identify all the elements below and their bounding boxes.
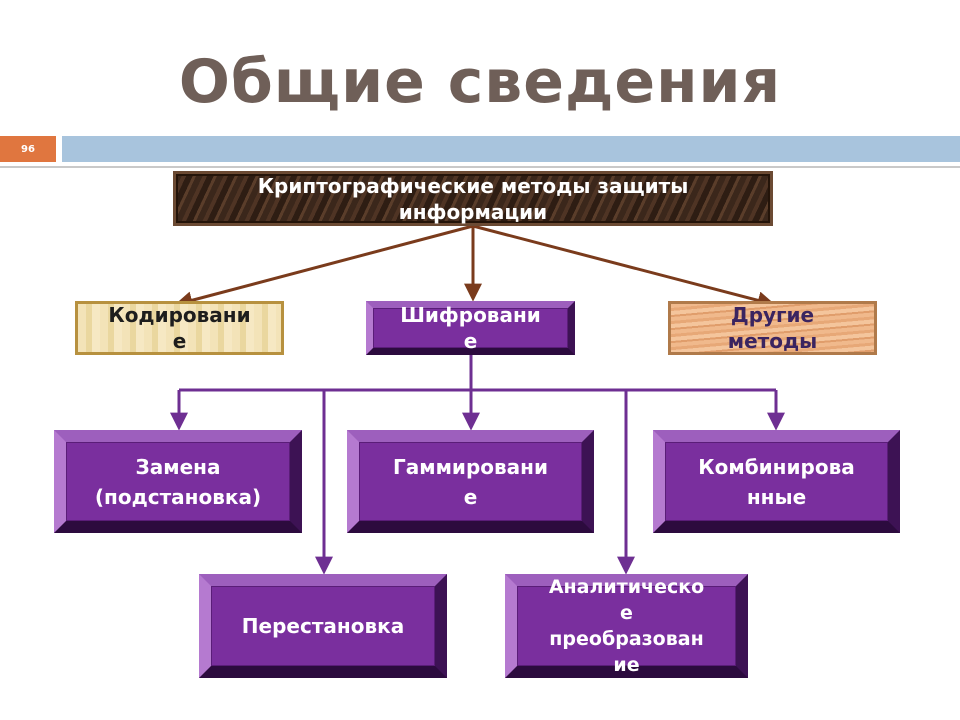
node-line: ие <box>613 654 640 676</box>
node-line: Другие <box>730 303 815 327</box>
node-line: е <box>463 329 478 353</box>
node-line: е <box>463 484 478 509</box>
node-line: Комбинирова <box>698 454 855 479</box>
node-line: е <box>620 602 633 624</box>
header-rule <box>0 166 960 168</box>
node-line: Перестановка <box>241 614 405 638</box>
node-line: Шифровани <box>400 303 541 327</box>
node-coding: Кодировани е <box>75 301 284 355</box>
node-line: методы <box>727 329 818 353</box>
node-substitution: Замена (подстановка) <box>54 430 302 533</box>
arrow-root-to-coding <box>174 224 474 310</box>
node-permutation: Перестановка <box>199 574 447 678</box>
node-line: (подстановка) <box>94 484 262 509</box>
node-gamma: Гаммировани е <box>347 430 594 533</box>
node-analytic-transform: Аналитическо е преобразован ие <box>505 574 748 678</box>
arrow-root-to-other <box>472 224 776 310</box>
node-line: Замена <box>135 454 221 479</box>
node-crypto-methods: Криптографические методы защиты информац… <box>173 171 773 226</box>
node-line: Аналитическо <box>548 576 705 598</box>
node-other-methods: Другие методы <box>668 301 877 355</box>
node-line: информации <box>398 199 548 224</box>
node-line: Гаммировани <box>393 454 548 479</box>
node-combined: Комбинирова нные <box>653 430 900 533</box>
node-line: преобразован <box>549 628 704 650</box>
node-line: Криптографические методы защиты <box>257 173 689 198</box>
node-line: нные <box>746 484 807 509</box>
page-number-badge: 96 <box>0 136 56 162</box>
node-encryption: Шифровани е <box>366 301 575 355</box>
header-bar <box>62 136 960 162</box>
node-line: Кодировани <box>108 303 251 327</box>
slide-title: Общие сведения <box>178 47 782 117</box>
node-line: е <box>172 329 187 353</box>
